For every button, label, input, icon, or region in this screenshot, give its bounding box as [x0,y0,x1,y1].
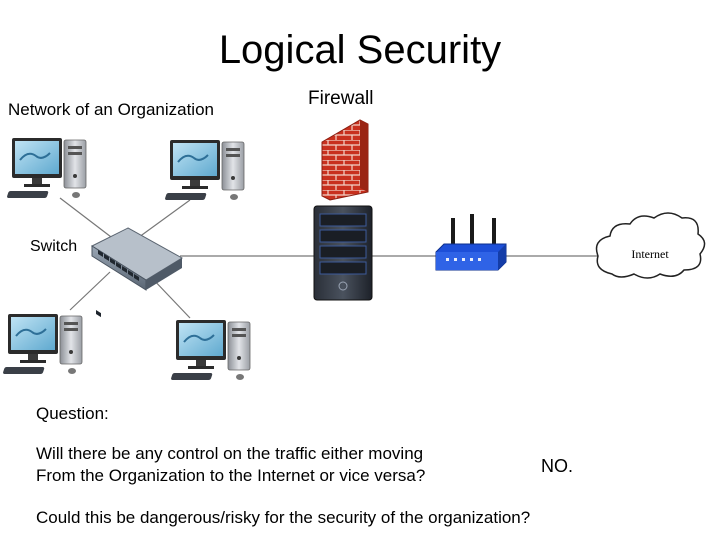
question-heading: Question: [36,404,109,423]
server-icon [313,205,373,301]
switch-icon [90,227,183,318]
computer-icon [163,139,245,201]
link-pc2-switch [134,199,191,241]
firewall-brick-wall-icon [321,119,369,201]
firewall-label: Firewall [308,88,374,109]
switch-label: Switch [30,238,78,255]
question-line-1: Will there be any control on the traffic… [36,444,424,463]
question-2: Could this be dangerous/risky for the se… [36,508,531,527]
link-pc1-switch [59,197,116,241]
answer-text: NO. [541,456,574,476]
router-icon [435,214,507,271]
computer-icon [169,319,251,381]
internet-label: Internet [631,247,669,261]
computer-icon [1,313,83,375]
org-network-label: Network of an Organization [8,100,214,119]
network-links [59,197,598,319]
computer-icon [5,137,87,199]
question-line-2: From the Organization to the Internet or… [36,466,426,485]
slide-title: Logical Security [218,28,502,72]
cloud-icon: Internet [595,212,706,279]
link-pc3-switch [69,271,111,311]
